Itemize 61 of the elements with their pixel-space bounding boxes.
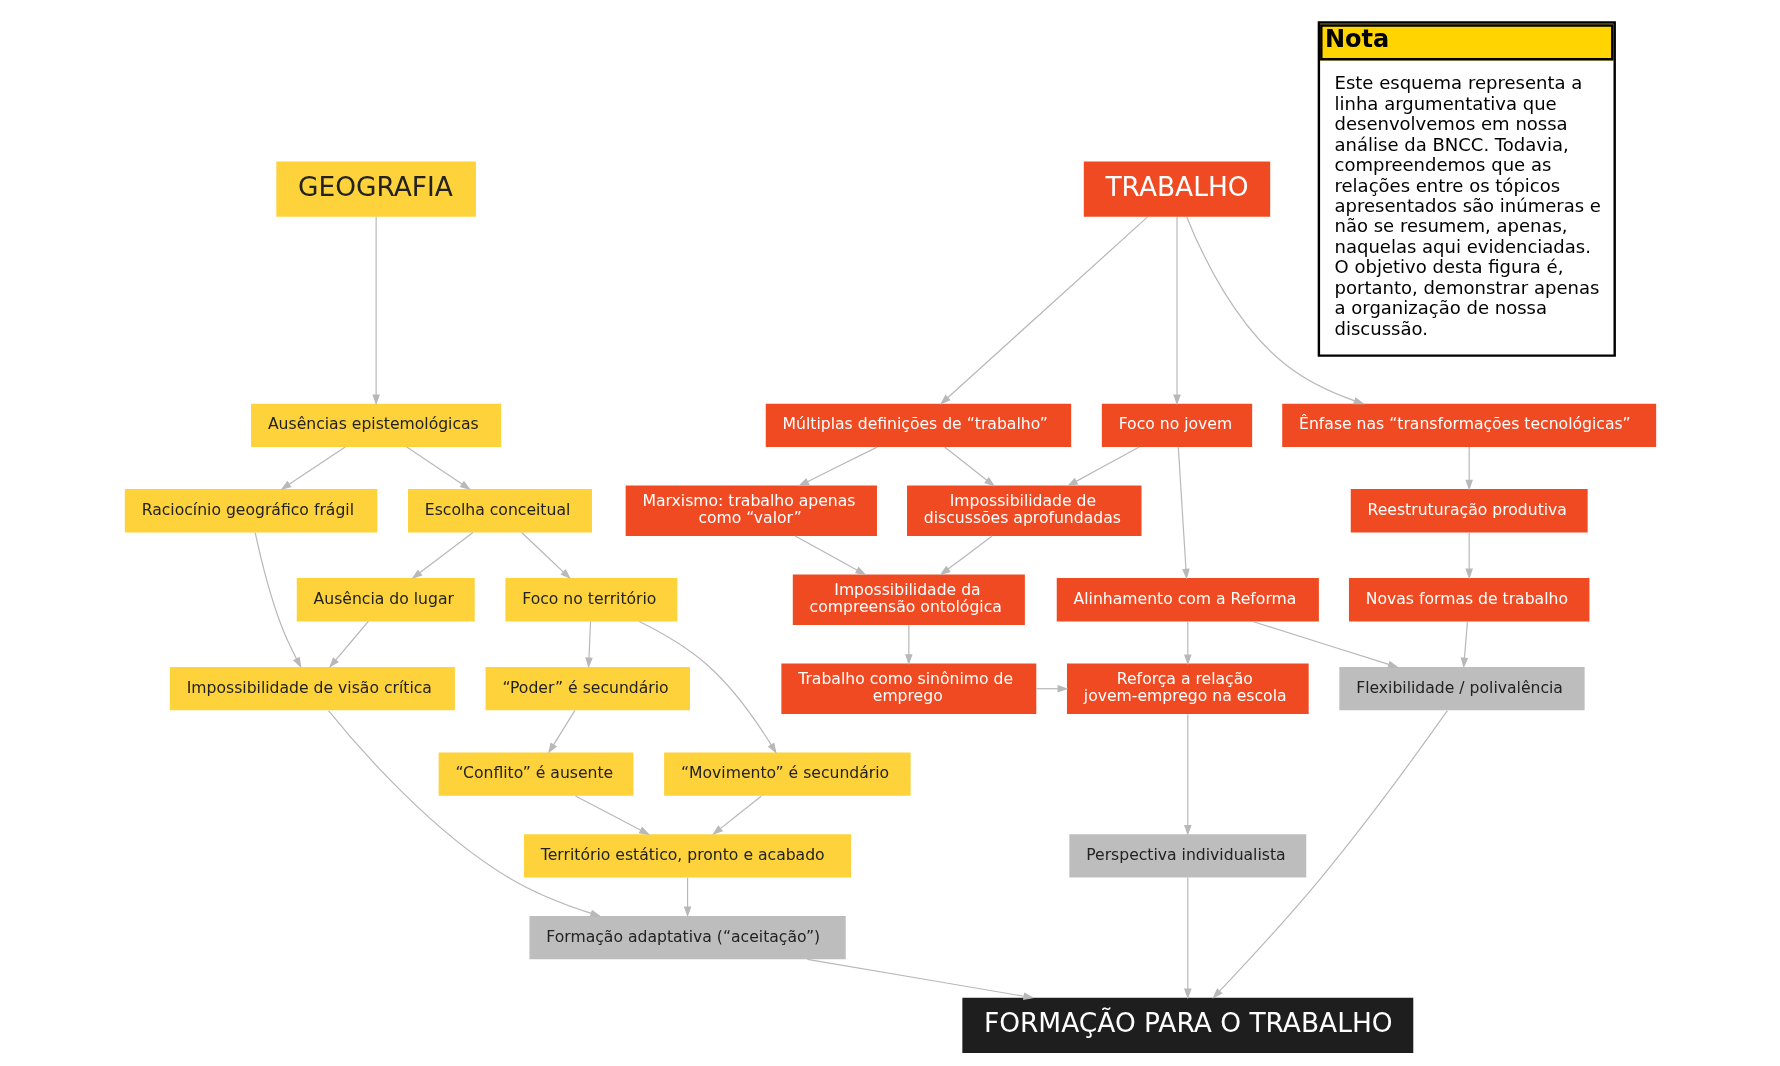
node-box: Reforça a relação jovem-emprego na escola bbox=[1066, 663, 1309, 714]
arrow bbox=[939, 216, 1148, 405]
arrow bbox=[1185, 216, 1365, 405]
arrow bbox=[638, 620, 777, 754]
arrow bbox=[904, 624, 913, 666]
node-box: Escolha conceitual bbox=[407, 489, 592, 533]
arrow bbox=[1183, 620, 1192, 666]
node-box: Raciocínio geográfico frágil bbox=[124, 489, 377, 533]
arrow bbox=[405, 446, 471, 490]
arrow bbox=[711, 795, 762, 836]
arrow bbox=[1460, 620, 1468, 669]
arrow bbox=[1183, 876, 1192, 1000]
arrow bbox=[806, 958, 1034, 1000]
node-box: Reestruturação produtiva bbox=[1350, 489, 1588, 533]
node-box: Foco no território bbox=[504, 578, 677, 622]
arrow bbox=[371, 216, 380, 406]
node-box: Marxismo: trabalho apenas como “valor” bbox=[625, 485, 877, 536]
arrow bbox=[683, 877, 691, 918]
node-box: Território estático, pronto e acabado bbox=[523, 834, 851, 878]
node-box: GEOGRAFIA bbox=[275, 161, 476, 217]
node-box: Ênfase nas “transformações tecnológicas” bbox=[1281, 403, 1656, 447]
arrow bbox=[1035, 684, 1068, 693]
arrow bbox=[1251, 620, 1399, 668]
arrow bbox=[1066, 446, 1140, 487]
arrow bbox=[1177, 446, 1190, 580]
arrow bbox=[254, 532, 301, 669]
arrow bbox=[1172, 216, 1181, 406]
arrow bbox=[584, 620, 593, 669]
arrow bbox=[1464, 446, 1473, 491]
node-box: Impossibilidade de visão crítica bbox=[169, 667, 455, 711]
arrow bbox=[1211, 710, 1448, 999]
node-box: Alinhamento com a Reforma bbox=[1056, 578, 1319, 622]
arrow bbox=[547, 709, 576, 754]
node-box: Impossibilidade da compreensão ontológica bbox=[792, 574, 1025, 625]
node-box: Foco no jovem bbox=[1101, 403, 1252, 447]
node-box: Ausências epistemológicas bbox=[250, 403, 501, 447]
arrow bbox=[939, 535, 993, 576]
node-box: Perspectiva individualista bbox=[1068, 834, 1306, 878]
node-box: Novas formas de trabalho bbox=[1348, 578, 1589, 622]
node-box: “Conflito” é ausente bbox=[438, 752, 633, 796]
arrow bbox=[943, 446, 995, 487]
node-box: “Poder” é secundário bbox=[485, 667, 690, 711]
arrow bbox=[328, 620, 369, 668]
node-box: FORMAÇÃO PARA O TRABALHO bbox=[961, 997, 1413, 1054]
arrow bbox=[280, 446, 346, 490]
node-box: Múltiplas definições de “trabalho” bbox=[765, 403, 1071, 447]
node-box: Formação adaptativa (“aceitação”) bbox=[528, 916, 846, 960]
node-box: “Movimento” é secundário bbox=[663, 752, 911, 796]
arrow bbox=[1183, 713, 1192, 836]
node-box: Ausência do lugar bbox=[296, 578, 475, 622]
arrow bbox=[794, 535, 866, 576]
arrow bbox=[327, 709, 601, 917]
arrow bbox=[1464, 531, 1473, 580]
node-box: TRABALHO bbox=[1083, 161, 1270, 217]
arrow bbox=[574, 795, 650, 835]
node-box: Flexibilidade / polivalência bbox=[1338, 667, 1585, 711]
arrow bbox=[411, 531, 474, 579]
arrow bbox=[520, 531, 571, 580]
node-box: Trabalho como sinônimo de emprego bbox=[780, 663, 1036, 714]
arrow bbox=[797, 446, 878, 487]
node-box: Impossibilidade de discussões aprofundadas bbox=[906, 485, 1141, 536]
